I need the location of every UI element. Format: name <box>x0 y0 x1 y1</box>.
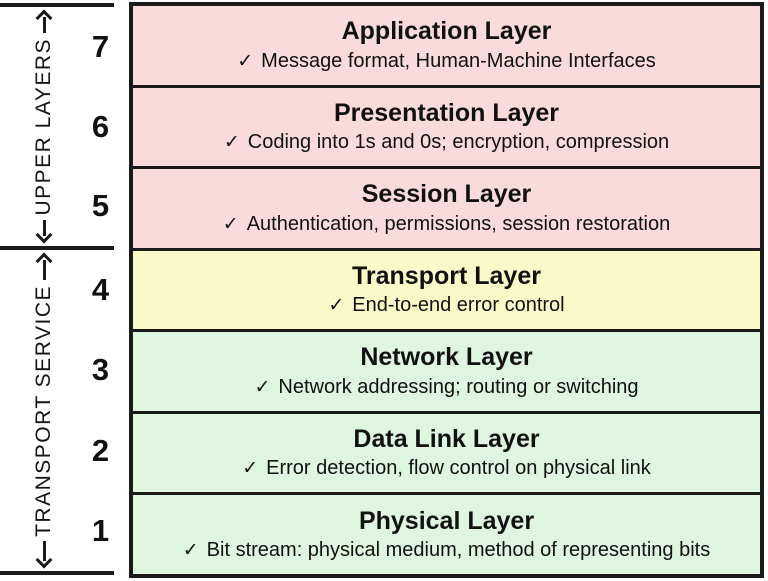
layer-title: Application Layer <box>341 17 552 46</box>
layer-number-6: 6 <box>91 108 110 144</box>
transport-service-label: TRANSPORT SERVICE <box>32 284 55 537</box>
upper-layers-arrow: UPPER LAYERS <box>0 7 72 246</box>
layer-row-physical: Physical Layer ✓ Bit stream: physical me… <box>133 492 760 575</box>
layer-title: Network Layer <box>360 343 533 372</box>
arrow-stem <box>42 17 46 33</box>
upper-layers-group: UPPER LAYERS 7 6 5 <box>0 7 129 246</box>
transport-service-arrow: TRANSPORT SERVICE <box>0 250 72 571</box>
layer-number-3: 3 <box>91 352 110 388</box>
upper-layers-label: UPPER LAYERS <box>32 37 55 216</box>
layer-title: Transport Layer <box>352 261 541 290</box>
layer-description-text: Authentication, permissions, session res… <box>246 212 671 235</box>
layer-number-4: 4 <box>91 272 110 308</box>
layer-title: Data Link Layer <box>353 424 540 453</box>
sidebar-bottom-rule <box>0 571 114 575</box>
layer-description-text: Message format, Human-Machine Interfaces <box>261 49 656 72</box>
layer-row-network: Network Layer ✓ Network addressing; rout… <box>133 329 760 411</box>
layer-row-data-link: Data Link Layer ✓ Error detection, flow … <box>133 410 760 493</box>
check-icon: ✓ <box>237 50 254 72</box>
layer-row-presentation: Presentation Layer ✓ Coding into 1s and … <box>133 84 760 167</box>
arrow-up-icon <box>35 9 53 27</box>
layer-description: ✓ Coding into 1s and 0s; encryption, com… <box>224 131 669 154</box>
arrow-down-icon <box>35 551 53 569</box>
arrow-stem <box>42 541 46 561</box>
sidebar-top-rule <box>0 3 114 7</box>
layer-description: ✓ Authentication, permissions, session r… <box>223 213 670 236</box>
layer-description: ✓ Bit stream: physical medium, method of… <box>183 539 710 562</box>
sidebar: UPPER LAYERS 7 6 5 TRANSPORT SERVICE 4 <box>0 0 129 581</box>
layer-number-1: 1 <box>91 512 110 548</box>
check-icon: ✓ <box>254 376 271 398</box>
check-icon: ✓ <box>222 213 239 235</box>
layer-description-text: Network addressing; routing or switching <box>278 375 639 398</box>
layer-description: ✓ Message format, Human-Machine Interfac… <box>237 50 656 73</box>
check-icon: ✓ <box>223 132 240 154</box>
layer-title: Presentation Layer <box>333 98 560 127</box>
layer-row-transport: Transport Layer ✓ End-to-end error contr… <box>133 247 760 330</box>
layer-row-session: Session Layer ✓ Authentication, permissi… <box>133 166 760 248</box>
layer-description-text: Bit stream: physical medium, method of r… <box>206 539 711 562</box>
layer-description-text: Coding into 1s and 0s; encryption, compr… <box>247 131 670 154</box>
layer-description: ✓ Error detection, flow control on physi… <box>242 457 651 480</box>
arrow-stem <box>42 220 46 236</box>
arrow-stem <box>42 260 46 280</box>
layer-number-2: 2 <box>91 432 110 468</box>
layer-description: ✓ Network addressing; routing or switchi… <box>254 376 638 399</box>
transport-service-group: TRANSPORT SERVICE 4 3 2 1 <box>0 250 129 571</box>
layer-description-text: End-to-end error control <box>352 294 565 317</box>
layer-title: Physical Layer <box>358 506 535 535</box>
check-icon: ✓ <box>182 540 199 562</box>
upper-layer-numbers: 7 6 5 <box>72 7 129 246</box>
lower-layer-numbers: 4 3 2 1 <box>72 250 129 571</box>
layer-description-text: Error detection, flow control on physica… <box>266 457 651 480</box>
layer-title: Session Layer <box>361 180 532 209</box>
check-icon: ✓ <box>242 458 259 480</box>
arrow-down-icon <box>35 226 53 244</box>
layer-row-application: Application Layer ✓ Message format, Huma… <box>133 6 760 85</box>
layer-number-5: 5 <box>91 188 110 224</box>
layer-description: ✓ End-to-end error control <box>328 294 564 317</box>
sidebar-middle-rule <box>0 246 114 250</box>
check-icon: ✓ <box>328 295 345 317</box>
arrow-up-icon <box>35 252 53 270</box>
layer-stack: Application Layer ✓ Message format, Huma… <box>129 2 764 578</box>
layer-number-7: 7 <box>91 28 110 64</box>
